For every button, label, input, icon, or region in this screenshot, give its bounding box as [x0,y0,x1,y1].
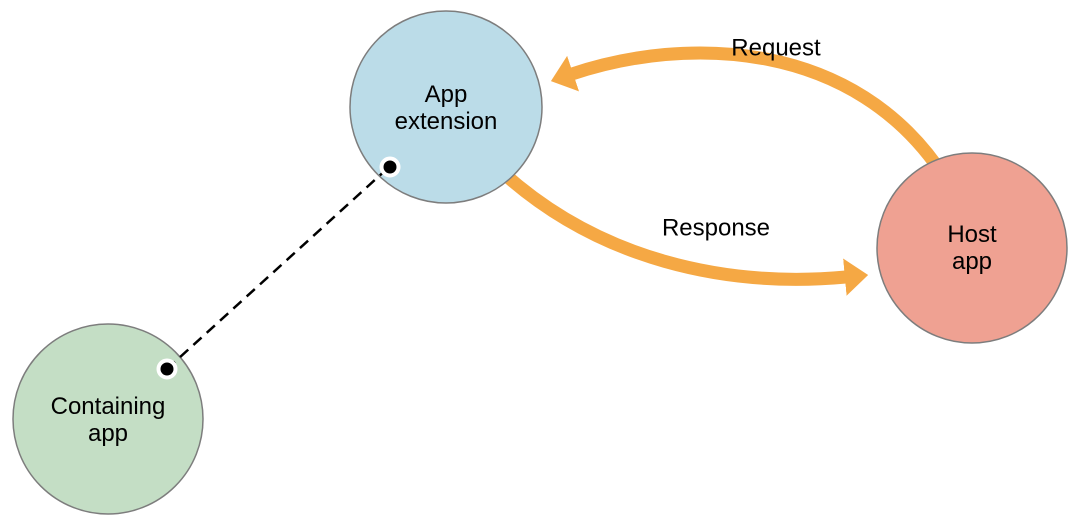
response-arrow-label: Response [661,214,771,242]
node-app-extension-label: App extension [394,81,498,135]
request-arrow-label: Request [731,34,821,62]
containing-app-connection-line [167,167,389,369]
node-app-extension-circle [349,10,543,204]
response-arrow [495,165,869,296]
node-host-app-label: Host app [947,221,997,275]
connection-dot-containing-app [156,358,178,380]
node-containing-app-label: Containing app [50,393,166,447]
connection-dot-app-extension [379,156,401,178]
node-containing-app-circle [12,323,204,515]
node-host-app-circle [876,152,1068,344]
request-arrow [550,46,951,182]
